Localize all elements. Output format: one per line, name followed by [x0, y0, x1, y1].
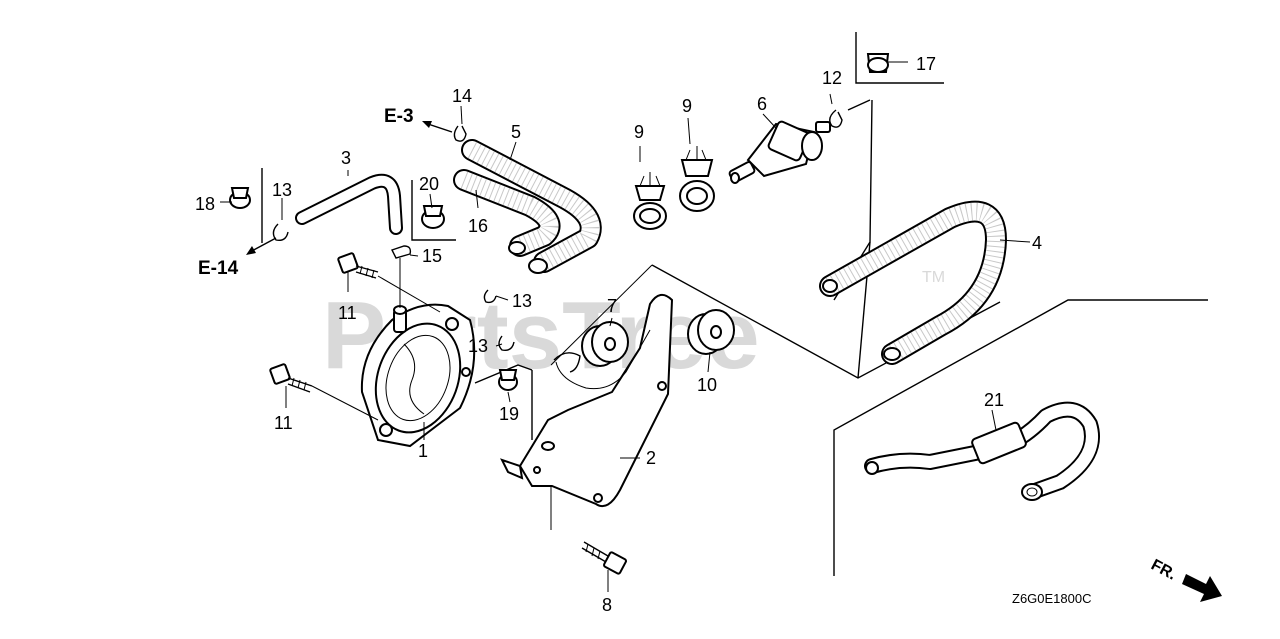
fuel-hose-5[interactable] — [461, 139, 602, 274]
fuel-pump-1[interactable] — [360, 303, 476, 448]
bolt-11b[interactable] — [269, 363, 313, 393]
section-divider-lines — [261, 32, 1208, 576]
callout-10[interactable]: 10 — [697, 375, 717, 395]
callout-3[interactable]: 3 — [341, 148, 351, 168]
damper-7[interactable] — [581, 321, 629, 367]
leader-lines — [220, 61, 1031, 592]
clip-13a[interactable] — [272, 223, 289, 242]
clamp-20[interactable] — [421, 205, 445, 229]
callout-13b[interactable]: 13 — [512, 291, 532, 311]
callout-1[interactable]: 1 — [418, 441, 428, 461]
fuel-filter-6[interactable] — [728, 120, 831, 184]
damper-10[interactable] — [687, 309, 735, 355]
callout-6[interactable]: 6 — [757, 94, 767, 114]
clamp-17[interactable] — [866, 53, 890, 73]
callout-13a[interactable]: 13 — [272, 180, 292, 200]
clamp-18[interactable] — [229, 187, 251, 209]
callout-11a[interactable]: 11 — [338, 303, 357, 323]
callout-17[interactable]: 17 — [916, 54, 936, 74]
callout-9a[interactable]: 9 — [634, 122, 644, 142]
callout-11b[interactable]: 11 — [274, 413, 293, 433]
clip-14[interactable] — [453, 125, 467, 142]
callout-16[interactable]: 16 — [468, 216, 488, 236]
fuel-hose-4[interactable] — [819, 200, 1007, 365]
callout-7[interactable]: 7 — [607, 296, 617, 316]
callout-21[interactable]: 21 — [984, 390, 1004, 410]
hose-clamp-9b[interactable] — [679, 146, 715, 212]
direction-label: FR. — [1148, 557, 1179, 584]
front-direction-marker: FR. — [1148, 557, 1222, 602]
diagram-code: Z6G0E1800C — [1012, 591, 1092, 606]
direction-arrow-icon — [1182, 574, 1222, 602]
clamp-19[interactable] — [498, 369, 518, 391]
reference-e14[interactable]: E-14 — [198, 258, 239, 279]
callout-9b[interactable]: 9 — [682, 96, 692, 116]
watermark-trademark: TM — [922, 269, 945, 286]
reference-e3[interactable]: E-3 — [384, 106, 414, 127]
callout-12[interactable]: 12 — [822, 68, 842, 88]
callout-14[interactable]: 14 — [452, 86, 472, 106]
bracket-2[interactable] — [500, 293, 674, 508]
fuel-hose-16[interactable] — [453, 169, 561, 257]
callout-5[interactable]: 5 — [511, 122, 521, 142]
callout-13c[interactable]: 13 — [468, 336, 488, 356]
callout-2[interactable]: 2 — [646, 448, 656, 468]
bolt-11a[interactable] — [337, 252, 379, 279]
fuel-hose-assembly-21[interactable] — [864, 401, 1100, 501]
callout-15[interactable]: 15 — [422, 246, 442, 266]
callout-20[interactable]: 20 — [419, 174, 439, 194]
callout-18[interactable]: 18 — [195, 194, 215, 214]
callout-8[interactable]: 8 — [602, 595, 612, 615]
clip-13b[interactable] — [483, 289, 497, 304]
clip-15[interactable] — [391, 245, 412, 259]
fuel-hose-3[interactable] — [295, 173, 403, 235]
reference-arrows — [246, 121, 453, 255]
clip-13c[interactable] — [498, 335, 515, 352]
bolt-8[interactable] — [581, 541, 627, 575]
hose-clamp-9a[interactable] — [633, 172, 667, 230]
clip-12[interactable] — [829, 109, 843, 128]
callout-19[interactable]: 19 — [499, 404, 519, 424]
callout-4[interactable]: 4 — [1032, 233, 1042, 253]
